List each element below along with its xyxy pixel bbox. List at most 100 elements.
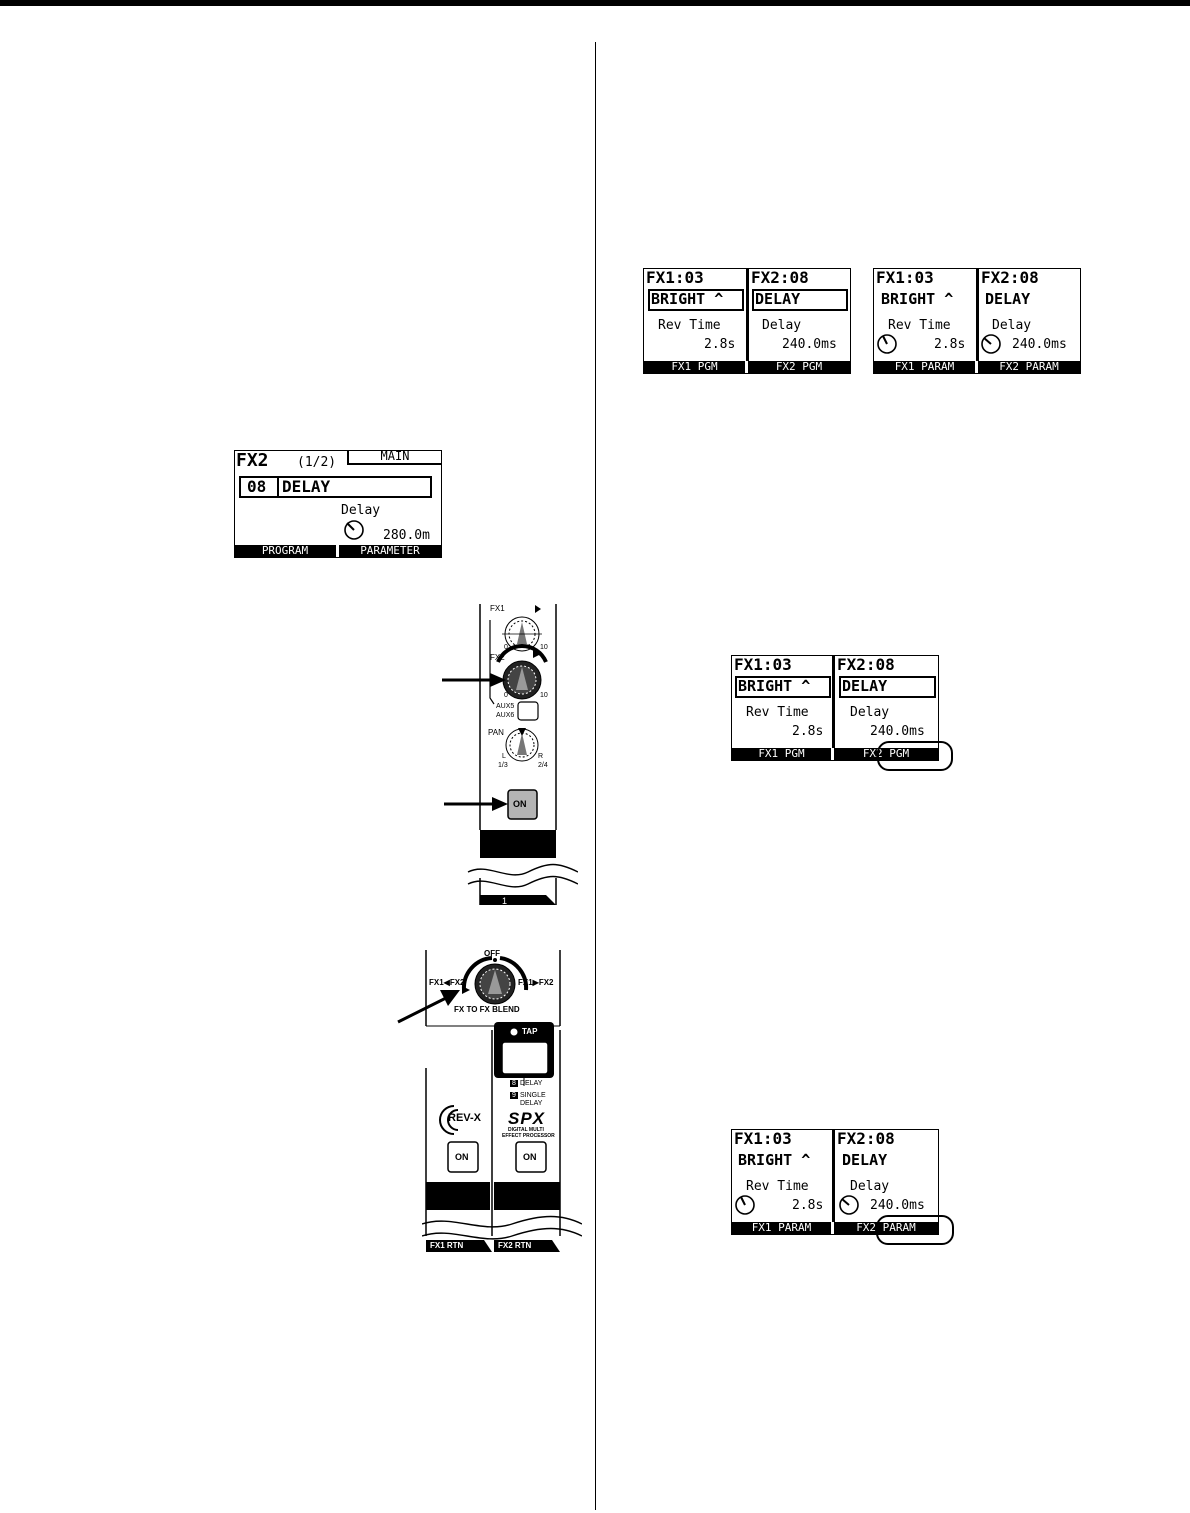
blend-left-label: FX1◀FX2 (429, 978, 465, 987)
spx-logo: SPX (508, 1109, 546, 1128)
arrow-to-fx2-knob (442, 673, 506, 687)
knob-icon (344, 520, 364, 540)
softkey-fx2-param[interactable]: FX2 PARAM (856, 1221, 916, 1234)
fx1-rtn-on-label: ON (455, 1152, 469, 1162)
lcd-program-name: DELAY (282, 477, 331, 496)
fx1-program-name: BRIGHT ^ (651, 290, 724, 308)
fx2-param-label: Delay (850, 705, 890, 720)
channel-on-button[interactable] (507, 789, 538, 820)
fx1-program-name: BRIGHT ^ (738, 1151, 811, 1169)
fx1-rtn-on-button[interactable] (447, 1141, 479, 1173)
softkey-fx1-pgm[interactable]: FX1 PGM (671, 360, 718, 373)
fx1-param-label: Rev Time (746, 1179, 809, 1194)
lcd-main-tab[interactable]: MAIN (347, 450, 441, 465)
fx1-param-value: 2.8s (704, 337, 736, 352)
lcd-param-label: Delay (341, 503, 381, 518)
fx2-program-name: DELAY (755, 290, 801, 308)
aux-select-button[interactable] (517, 701, 539, 721)
fx2-send-knob[interactable] (502, 660, 542, 700)
rev-x-logo: REV-X (448, 1112, 482, 1124)
fx2-param-value: 240.0ms (1012, 337, 1067, 352)
fx2-header: FX2:08 (837, 1129, 895, 1148)
softkey-fx2-param[interactable]: FX2 PARAM (999, 360, 1059, 373)
delay-item-label: DELAY (520, 1080, 543, 1087)
softkey-separator (336, 545, 339, 557)
channel-strip-panel: FX1 0 10 FX2 0 10 AUX5 AUX6 PAN L R 1/3 … (438, 600, 578, 915)
fx1-param-value: 2.8s (792, 724, 824, 739)
fx2-param-label: Delay (762, 318, 802, 333)
fx2-rtn-on-label: ON (523, 1152, 537, 1162)
fx1-rtn-label: FX1 RTN (430, 1241, 464, 1250)
fx2-label: FX2 (490, 653, 505, 662)
softkey-fx2-pgm[interactable]: FX2 PGM (862, 747, 910, 760)
pan-right-label: R (538, 753, 544, 760)
blend-off-label: OFF (484, 949, 500, 958)
softkey-program[interactable]: PROGRAM (261, 544, 309, 557)
softkey-fx1-pgm[interactable]: FX1 PGM (758, 747, 805, 760)
fx2-pgm-highlight-callout (877, 741, 953, 771)
aux-label-top: AUX5 (496, 703, 515, 710)
fx2-header: FX2:08 (751, 268, 809, 287)
fx1-param-label: Rev Time (658, 318, 721, 333)
fx2-program-name: DELAY (842, 1151, 888, 1169)
lcd-program-number: 08 (247, 477, 267, 496)
softkey-fx2-pgm[interactable]: FX2 PGM (775, 360, 823, 373)
arrow-to-on-button (444, 797, 508, 811)
spx-subtitle-1: DIGITAL MULTI (508, 1127, 544, 1133)
tap-button[interactable] (501, 1041, 549, 1075)
fx2-program-box[interactable] (839, 676, 936, 698)
fx2-scale-min: 0 (504, 692, 508, 699)
column-divider (595, 42, 596, 1510)
fx1-header: FX1:03 (734, 1129, 792, 1148)
fx-return-drawing (422, 950, 582, 1252)
fx1-program-name: BRIGHT ^ (738, 677, 811, 695)
softkey-separator (975, 361, 978, 373)
lcd-center-divider (832, 1130, 835, 1222)
pan-label: PAN (488, 728, 504, 737)
fx2-program-box[interactable] (752, 289, 848, 311)
fx2-program-name: DELAY (985, 290, 1031, 308)
fx1-knob-icon (735, 1195, 755, 1215)
fx2-rtn-on-button[interactable] (515, 1141, 547, 1173)
fx1-scale-min: 0 (504, 644, 508, 651)
dual-lcd-pgm-top: FX1:03 FX2:08 BRIGHT ^ DELAY Rev Time De… (643, 268, 851, 374)
lcd-program-box[interactable] (239, 476, 432, 498)
lcd-main-tab-label: MAIN (380, 450, 410, 463)
fx1-program-box[interactable] (648, 289, 744, 311)
fx2-scale-max: 10 (540, 692, 548, 699)
lcd-param-value: 280.0m (383, 528, 430, 543)
fx2-rtn-label: FX2 RTN (498, 1241, 532, 1250)
channel-on-label: ON (513, 799, 527, 809)
softkey-fx1-param[interactable]: FX1 PARAM (751, 1221, 812, 1234)
pan-right-bus: 2/4 (538, 762, 548, 769)
fx1-label: FX1 (490, 604, 505, 613)
pan-left-label: L (502, 753, 506, 760)
softkey-separator (745, 361, 748, 373)
fx1-scale-max: 10 (540, 644, 548, 651)
fx2-knob-icon (981, 334, 1001, 354)
fx2-param-label: Delay (992, 318, 1032, 333)
single-item-label-2: DELAY (520, 1100, 543, 1107)
blend-right-label: FX1▶FX2 (518, 978, 554, 987)
fx2-param-value: 240.0ms (870, 1198, 925, 1213)
softkey-parameter[interactable]: PARAMETER (360, 544, 420, 557)
blend-title: FX TO FX BLEND (454, 1005, 520, 1014)
fx1-program-box[interactable] (735, 676, 831, 698)
fx2-param-label: Delay (850, 1179, 890, 1194)
aux-label-bottom: AUX6 (496, 712, 515, 719)
fx2-active-arc (496, 644, 548, 663)
fx2-main-lcd: FX2 (1/2) MAIN 08 DELAY Delay 280.0m PRO… (234, 450, 442, 558)
fx-return-panel: OFF FX1◀FX2 FX1▶FX2 FX TO FX BLEND TAP 8… (422, 946, 582, 1256)
softkey-separator (831, 748, 834, 760)
fx1-header: FX1:03 (646, 268, 704, 287)
fx1-program-name: BRIGHT ^ (881, 290, 954, 308)
lcd-center-divider (976, 269, 979, 361)
fx-blend-knob[interactable] (474, 963, 516, 1005)
lcd-title: FX2 (236, 450, 269, 471)
lcd-center-divider (832, 656, 835, 748)
fx1-pointer-icon (535, 605, 541, 613)
fx1-header: FX1:03 (876, 268, 934, 287)
fx2-param-highlight-callout (876, 1215, 954, 1245)
fx2-header: FX2:08 (837, 655, 895, 674)
softkey-fx1-param[interactable]: FX1 PARAM (894, 360, 955, 373)
